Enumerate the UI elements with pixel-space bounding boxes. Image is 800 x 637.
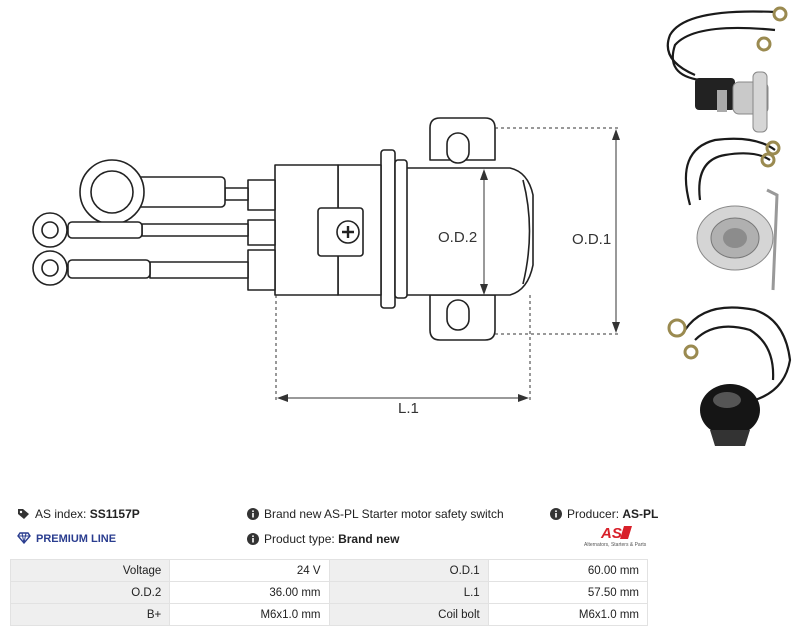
product-type-value: Brand new [338,532,400,546]
table-row: Voltage 24 V O.D.1 60.00 mm [9,559,649,582]
spec-value: 57.50 mm [487,581,649,604]
info-icon [550,508,562,520]
product-type: Product type: Brand new [247,532,399,546]
spec-label: O.D.2 [9,581,171,604]
diamond-icon [17,532,31,544]
product-description: Brand new AS-PL Starter motor safety swi… [247,507,504,521]
dim-l1-label: L.1 [398,400,419,417]
producer-label: Producer: [567,507,620,521]
product-photos [666,6,792,446]
spec-value: 60.00 mm [487,559,649,582]
tag-icon [18,509,29,519]
description-text: Brand new AS-PL Starter motor safety swi… [264,507,504,521]
as-index-label: AS index: [35,507,87,521]
as-index-value: SS1157P [89,507,140,521]
spec-value: M6x1.0 mm [169,603,330,626]
premium-line-label: PREMIUM LINE [36,533,117,545]
info-icon [247,508,259,520]
spec-label: L.1 [328,581,489,604]
premium-line: PREMIUM LINE [17,532,116,546]
spec-label: Coil bolt [328,603,489,626]
spec-table: Voltage 24 V O.D.1 60.00 mm O.D.2 36.00 … [9,559,649,626]
product-photo-rear [667,306,792,446]
dim-od1-label: O.D.1 [572,231,611,248]
as-pl-logo: AS Alternators, Starters & Parts [584,524,650,552]
dim-od2-label: O.D.2 [438,229,477,246]
spec-value: M6x1.0 mm [487,603,649,626]
producer-value: AS-PL [622,507,659,521]
table-row: B+ M6x1.0 mm Coil bolt M6x1.0 mm [9,603,649,626]
logo-mark-text: AS [600,525,622,542]
product-photo-front [684,137,781,291]
spec-label: O.D.1 [328,559,489,582]
as-index: AS index: SS1157P [17,507,140,521]
spec-label: Voltage [9,559,171,582]
technical-drawing: O.D.1 O.D.2 L.1 [32,117,620,417]
logo-mark: AS [600,525,632,542]
product-photo-side [666,6,788,133]
spec-label: B+ [9,603,171,626]
table-row: O.D.2 36.00 mm L.1 57.50 mm [9,581,649,604]
spec-value: 36.00 mm [169,581,330,604]
spec-value: 24 V [169,559,330,582]
info-icon [247,533,259,545]
product-type-label: Product type: [264,532,335,546]
logo-tagline: Alternators, Starters & Parts [584,542,647,548]
producer: Producer: AS-PL [550,507,658,521]
